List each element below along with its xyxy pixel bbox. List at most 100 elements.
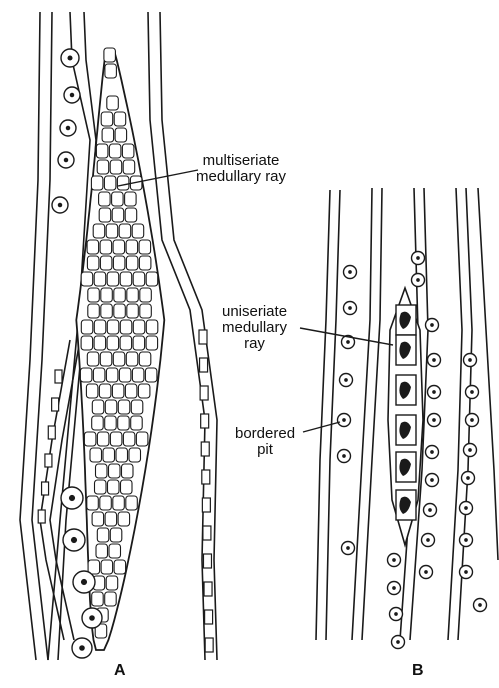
ray-cell-b-5 <box>396 490 416 520</box>
ray-cell <box>105 416 117 430</box>
bordered-pit-b-19 <box>466 386 479 399</box>
pit-aperture <box>428 508 432 512</box>
ray-cell <box>118 416 130 430</box>
ray-cell <box>92 512 104 526</box>
bordered-pit-b-14 <box>426 474 439 487</box>
ray-cell <box>112 192 124 206</box>
pit-aperture <box>348 306 352 310</box>
pit-aperture <box>430 323 434 327</box>
ray-cell <box>106 576 118 590</box>
ray-cell <box>122 464 134 478</box>
ray-cell <box>99 208 111 222</box>
ray-cell <box>107 336 119 350</box>
ray-cell <box>88 288 100 302</box>
side-pit-a <box>205 638 213 652</box>
bordered-pit-a-8 <box>82 608 102 628</box>
ray-cell <box>95 480 107 494</box>
ray-cell <box>94 272 106 286</box>
bordered-pit-a-4 <box>52 197 68 213</box>
pit-aperture <box>416 256 420 260</box>
panel-label-b: B <box>412 662 424 680</box>
bordered-pit-b-30 <box>392 636 405 649</box>
ray-cell <box>110 432 122 446</box>
pit-aperture <box>468 448 472 452</box>
side-pit-a <box>42 482 49 495</box>
ray-cell <box>126 256 137 270</box>
ray-cell <box>125 208 137 222</box>
bordered-pit-b-10 <box>428 354 441 367</box>
bordered-pit-a-3 <box>58 152 74 168</box>
pit-aperture <box>58 203 62 207</box>
tracheid-wall-b-2 <box>352 188 372 640</box>
pit-aperture <box>424 570 428 574</box>
side-pit-a <box>202 498 210 512</box>
pit-aperture <box>64 158 68 162</box>
ray-cell <box>113 352 125 366</box>
label-uniseriate-medullary-ray: uniseriate medullary ray <box>222 304 287 352</box>
tracheid-wall-a-1 <box>32 12 52 660</box>
ray-cell <box>92 416 104 430</box>
ray-cell-b-1 <box>396 335 416 365</box>
pit-aperture <box>466 476 470 480</box>
ray-cell <box>100 496 112 510</box>
ray-cell <box>100 256 112 270</box>
pit-aperture <box>464 570 468 574</box>
pit-aperture <box>392 558 396 562</box>
ray-cell <box>138 384 150 398</box>
ray-cell <box>91 176 103 190</box>
pit-aperture <box>89 615 95 621</box>
ray-cell <box>104 176 116 190</box>
bordered-pit-b-18 <box>464 354 477 367</box>
ray-cell <box>146 320 158 334</box>
label-multiseriate-medullary-ray: multiseriate medullary ray <box>196 153 286 185</box>
ray-cell <box>114 304 126 318</box>
ray-cell <box>87 256 99 270</box>
ray-cell <box>140 288 152 302</box>
bordered-pit-a-1 <box>64 87 80 103</box>
uniseriate-medullary-ray <box>388 288 423 545</box>
ray-cell <box>110 160 122 174</box>
ray-cell <box>86 384 98 398</box>
ray-cell <box>81 320 93 334</box>
pit-aperture <box>344 378 348 382</box>
pit-aperture <box>432 390 436 394</box>
bordered-pit-b-25 <box>460 566 473 579</box>
ray-cell-b-3 <box>396 415 416 445</box>
ray-cell <box>129 448 141 462</box>
ray-cell <box>133 320 145 334</box>
ray-cell <box>120 272 132 286</box>
pit-aperture <box>396 640 400 644</box>
ray-cell <box>103 448 115 462</box>
ray-cell <box>94 320 106 334</box>
ray-cell <box>110 528 122 542</box>
ray-cell <box>125 192 137 206</box>
ray-cell <box>81 336 93 350</box>
ray-cell <box>139 256 151 270</box>
bordered-pit-b-26 <box>474 599 487 612</box>
bordered-pit-a-0 <box>61 49 79 67</box>
ray-cell <box>97 160 109 174</box>
ray-cell <box>125 384 136 398</box>
pit-aperture <box>70 93 74 97</box>
bordered-pit-b-5 <box>338 450 351 463</box>
ray-cell <box>140 304 152 318</box>
pit-aperture <box>470 390 474 394</box>
ray-cell <box>84 432 96 446</box>
ray-cell <box>97 528 109 542</box>
ray-cell-b-0 <box>396 305 416 335</box>
ray-cell <box>122 144 133 158</box>
ray-cell <box>106 368 118 382</box>
ray-cell <box>133 272 145 286</box>
bordered-pit-b-17 <box>420 566 433 579</box>
ray-cell <box>118 512 130 526</box>
pit-aperture <box>416 278 420 282</box>
ray-cell <box>113 240 125 254</box>
ray-cell <box>117 176 128 190</box>
side-pit-a <box>203 554 211 568</box>
ray-cell <box>99 384 111 398</box>
ray-cell <box>106 224 118 238</box>
bordered-pit-a-9 <box>72 638 92 658</box>
pit-aperture <box>464 538 468 542</box>
pit-aperture <box>432 358 436 362</box>
ray-cell <box>146 272 158 286</box>
